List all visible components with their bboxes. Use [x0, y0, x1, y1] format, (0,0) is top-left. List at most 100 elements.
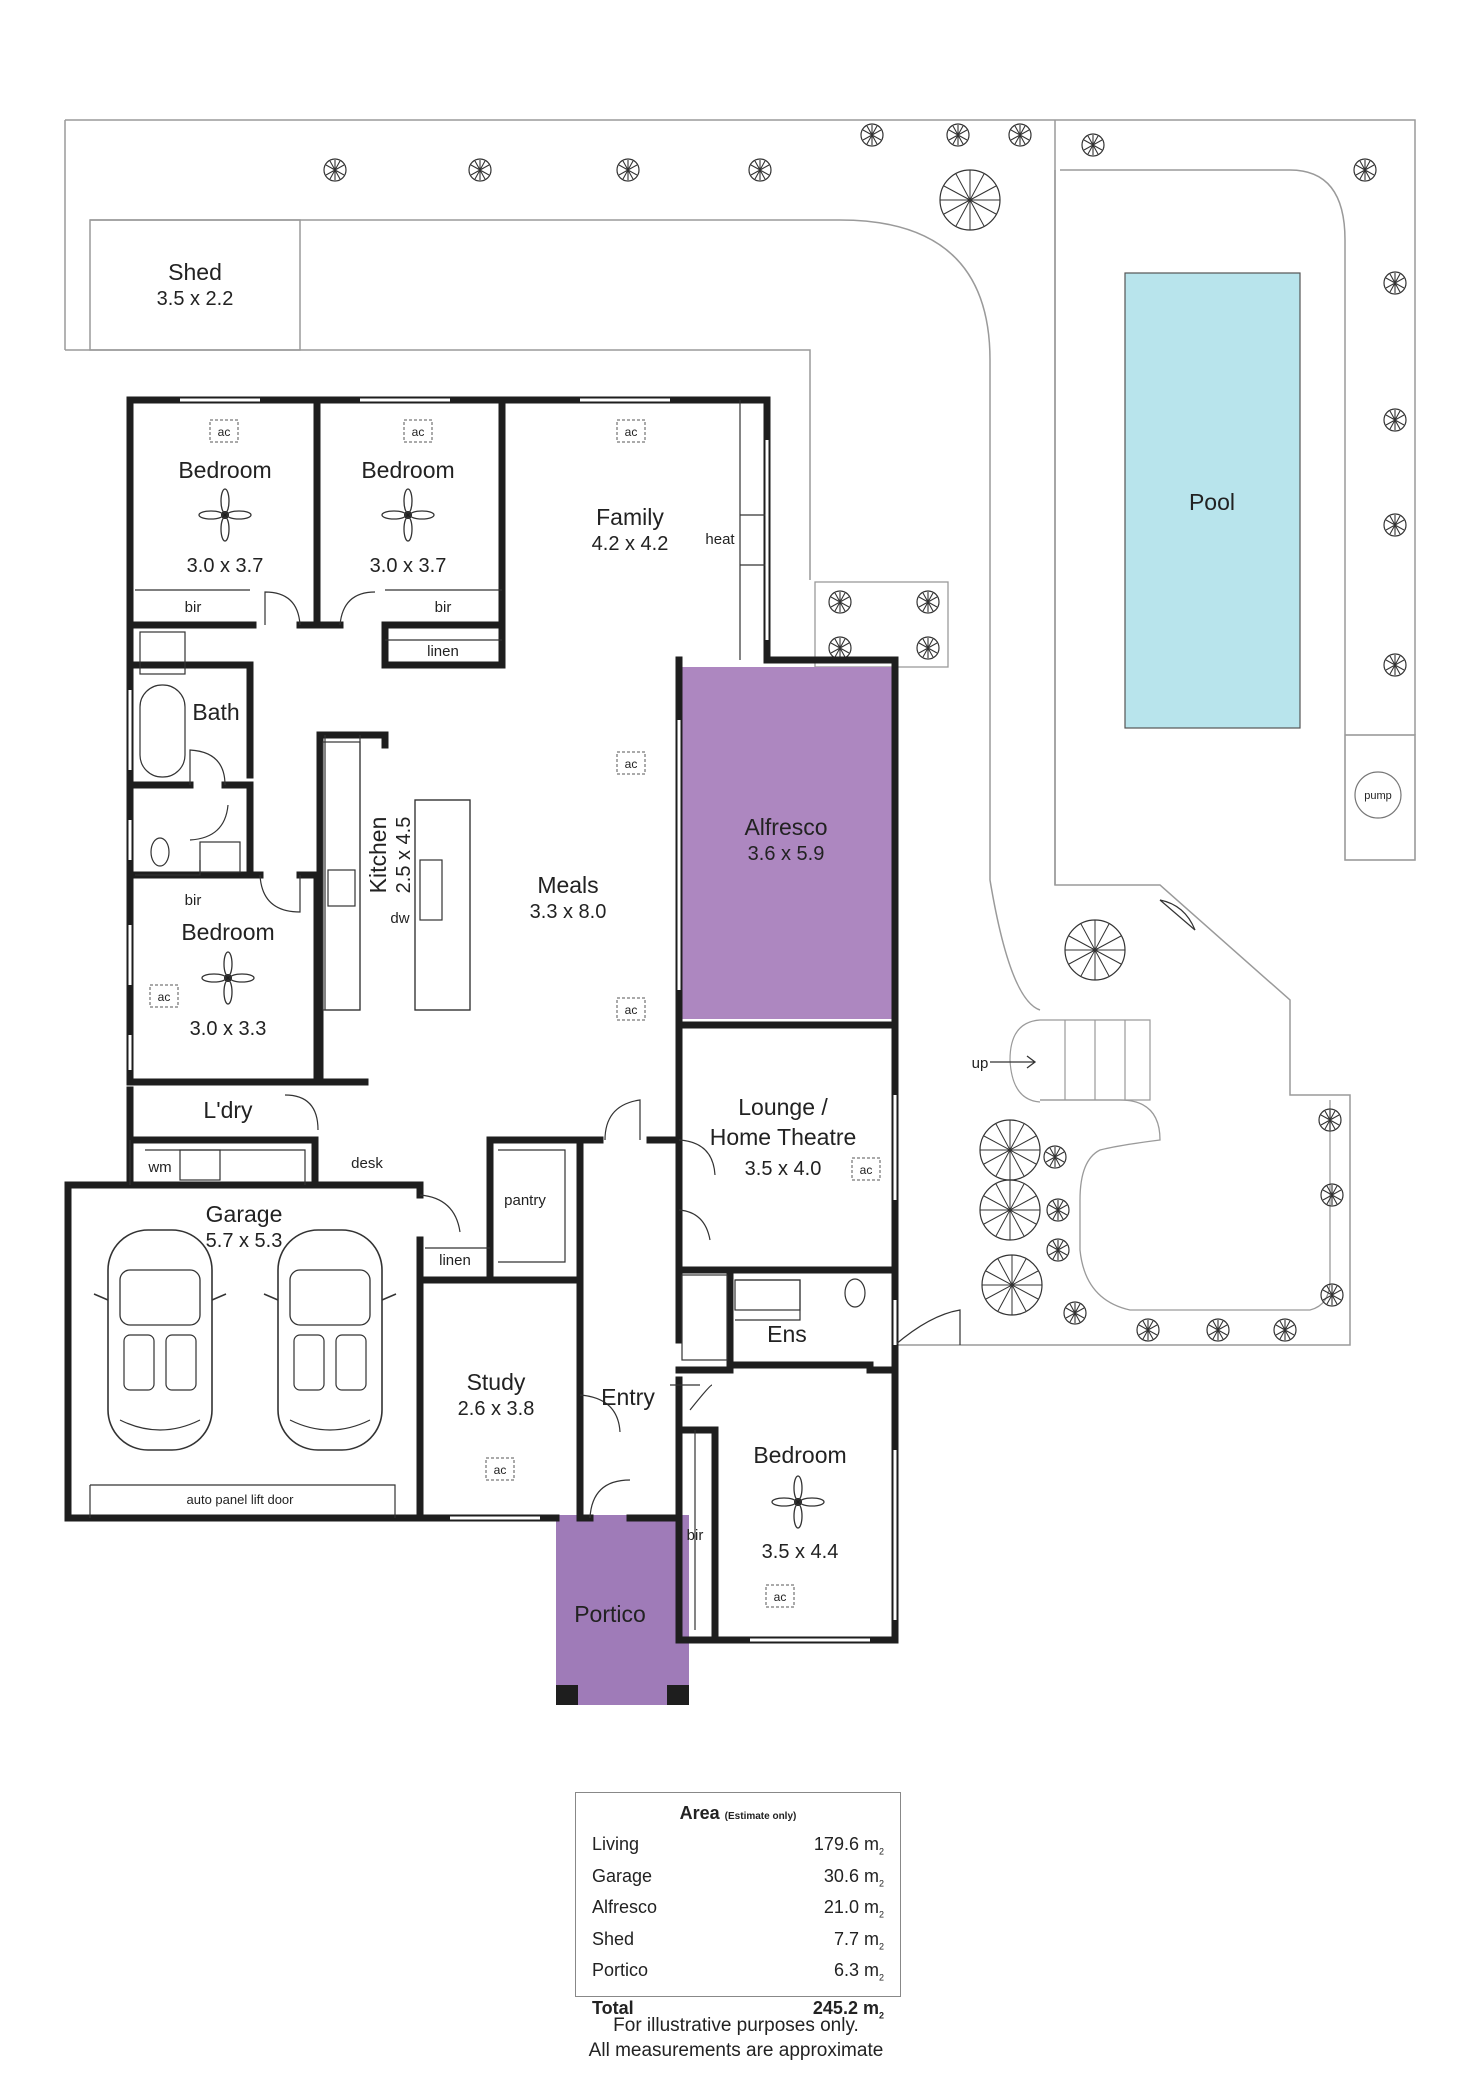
car-icon-left: [93, 1229, 227, 1451]
bed1-name: Bedroom: [178, 457, 271, 483]
bed3-dims: 3.0 x 3.3: [190, 1018, 267, 1040]
alfresco-dims: 3.6 x 5.9: [748, 843, 825, 865]
family-name: Family: [596, 504, 664, 530]
footer-line-1: For illustrative purposes only.: [613, 2015, 859, 2036]
area-row: Garage 30.6 m2: [592, 1864, 884, 1896]
ens-name: Ens: [767, 1321, 807, 1347]
fan-icon-bed2: [381, 488, 435, 542]
ac-label: ac: [218, 425, 231, 439]
area-row-value: 7.7 m2: [833, 1928, 884, 1952]
garden-bed: [1040, 1099, 1331, 1311]
sink-icon: [419, 859, 443, 921]
area-row-label: Living: [592, 1834, 640, 1854]
garage-dims: 5.7 x 5.3: [206, 1230, 283, 1252]
site-boundary: [64, 119, 1416, 1346]
ens-shower-icon: [681, 1274, 728, 1361]
ac-label: ac: [625, 1003, 638, 1017]
area-total-label: Total: [592, 1997, 634, 2018]
pantry-label: pantry: [504, 1192, 546, 1209]
alfresco-area: [679, 667, 894, 1019]
car-icon-right: [263, 1229, 397, 1451]
area-row-value: 6.3 m2: [833, 1960, 884, 1983]
thin-lines: [89, 400, 801, 1630]
laundry-name: L'dry: [203, 1097, 253, 1123]
area-total-row: Total 245.2 m2: [592, 1996, 884, 2028]
bathtub-icon: [139, 684, 186, 778]
fan-icon-bed4: [771, 1475, 825, 1529]
garage-door-label: auto panel lift door: [187, 1492, 295, 1507]
vanity-icon: [199, 841, 241, 873]
bir-label-3: bir: [185, 892, 202, 909]
up-label: up: [972, 1055, 989, 1072]
pool-outline: [1124, 272, 1301, 729]
bed2-name: Bedroom: [361, 457, 454, 483]
area-row-label: Shed: [592, 1928, 635, 1949]
area-row-value: 179.6 m2: [813, 1834, 884, 1857]
kitchen-name: Kitchen: [365, 817, 391, 894]
room-labels: Shed 3.5 x 2.2 Bedroom 3.0 x 3.7 Bedroom…: [157, 259, 1392, 1627]
kitchen-bench: [322, 741, 361, 1011]
shower-icon: [139, 631, 186, 675]
toilet-icon: [150, 837, 170, 867]
area-row-value: 30.6 m2: [823, 1865, 884, 1889]
bed2-dims: 3.0 x 3.7: [370, 555, 447, 577]
entry-name: Entry: [601, 1384, 655, 1410]
kitchen-dims: 2.5 x 4.5: [393, 817, 415, 894]
bed4-dims: 3.5 x 4.4: [762, 1541, 839, 1563]
area-total-value: 245.2 m2: [812, 1997, 884, 2021]
ens-toilet-icon: [844, 1278, 866, 1308]
portico-name: Portico: [574, 1601, 646, 1627]
ac-label: ac: [625, 425, 638, 439]
bir-label-1: bir: [185, 599, 202, 616]
shed-name: Shed: [168, 259, 222, 285]
bed4-name: Bedroom: [753, 1442, 846, 1468]
bir-label-4: bir: [687, 1527, 704, 1544]
area-title-text: Area: [679, 1803, 720, 1823]
fan-icon-bed1: [198, 488, 252, 542]
fixture-labels: bir bir linen bir wm desk pantry linen b…: [147, 599, 1037, 1544]
heat-label: heat: [705, 531, 735, 548]
area-table: Area (Estimate only) Living 179.6 m2 Garag…: [575, 1792, 901, 2021]
area-row-label: Garage: [592, 1865, 653, 1886]
alfresco-name: Alfresco: [744, 814, 827, 840]
area-row: Living 179.6 m2: [592, 1832, 884, 1864]
ens-vanity-icon: [734, 1279, 801, 1311]
door-swings: [189, 591, 1196, 1519]
bath-name: Bath: [192, 699, 239, 725]
lounge-name1: Lounge /: [738, 1094, 828, 1120]
bed3-name: Bedroom: [181, 919, 274, 945]
area-note: (Estimate only): [724, 1811, 797, 1822]
family-dims: 4.2 x 4.2: [592, 533, 669, 555]
up-arrow-icon: [990, 1055, 1037, 1069]
ac-label: ac: [774, 1590, 787, 1604]
cooktop-icon: [327, 869, 356, 907]
ac-label: ac: [860, 1163, 873, 1177]
area-row-label: Portico: [592, 1960, 649, 1981]
portico-post-right: [667, 1685, 689, 1705]
portico-post-left: [556, 1685, 578, 1705]
kitchen-island: [414, 799, 471, 1011]
ac-label: ac: [625, 757, 638, 771]
study-name: Study: [467, 1369, 526, 1395]
shed-dims: 3.5 x 2.2: [157, 288, 234, 310]
linen-label-1: linen: [427, 643, 459, 660]
windows: [128, 398, 897, 1642]
desk-label: desk: [351, 1155, 383, 1172]
area-title: Area (Estimate only): [592, 1803, 884, 1824]
shed-outline: [89, 219, 301, 351]
study-dims: 2.6 x 3.8: [458, 1398, 535, 1420]
pool-name: Pool: [1189, 489, 1235, 515]
footer-line-2: All measurements are approximate: [588, 2040, 884, 2061]
steps: [1009, 1019, 1151, 1103]
area-row-label: Alfresco: [592, 1897, 658, 1918]
garage-name: Garage: [206, 1201, 283, 1227]
wm-label: wm: [147, 1159, 171, 1176]
pump-label: pump: [1364, 790, 1392, 802]
area-row: Portico 6.3 m2: [592, 1958, 884, 1990]
bir-label-2: bir: [435, 599, 452, 616]
ac-label: ac: [494, 1463, 507, 1477]
ac-labels: ac ac ac ac ac ac ac ac ac: [158, 425, 873, 1604]
